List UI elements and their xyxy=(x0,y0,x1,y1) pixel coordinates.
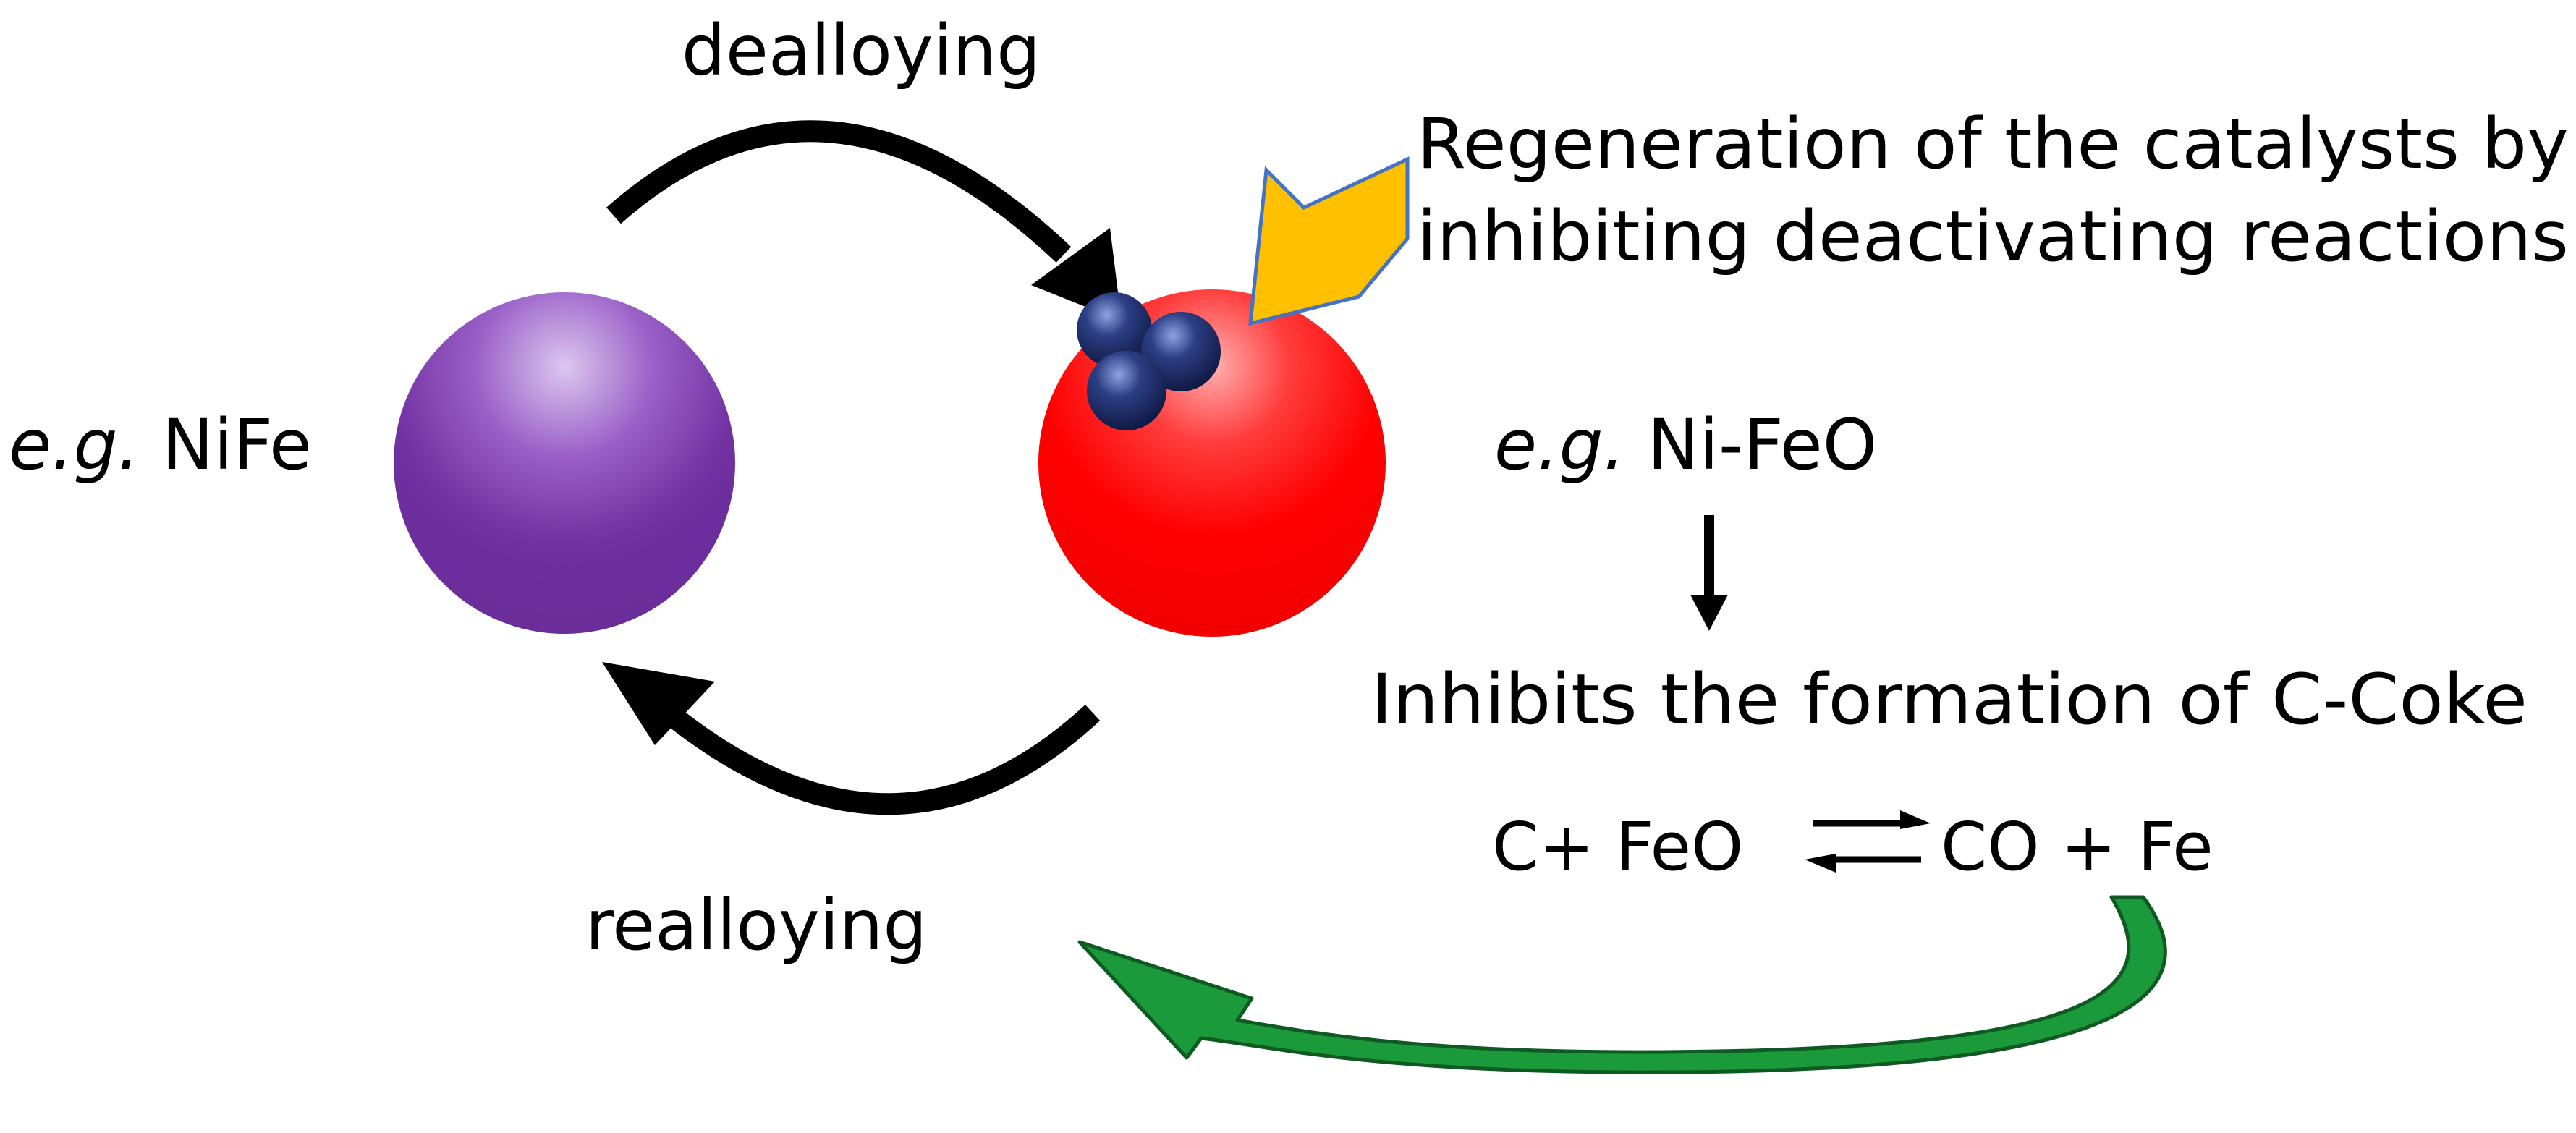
realloying-arrow-head xyxy=(602,662,715,745)
nanoparticle-cluster xyxy=(1077,292,1221,430)
alloy-label-name: NiFe xyxy=(140,404,312,485)
reverse-arrow-head xyxy=(1805,854,1836,873)
regeneration-arrow-shape xyxy=(1248,156,1410,326)
down-arrow-head xyxy=(1690,595,1728,631)
down-arrow xyxy=(1690,515,1728,631)
dealloying-label: dealloying xyxy=(682,10,1041,91)
equation-left: C+ FeO xyxy=(1492,808,1743,886)
return-arrow-shape xyxy=(1077,895,2167,1074)
regeneration-text-line2: inhibiting deactivating reactions xyxy=(1417,196,2569,277)
dealloying-arrow-shaft xyxy=(606,120,1072,263)
alloy-label: e.g. NiFe xyxy=(9,404,312,485)
oxide-label-prefix: e.g. xyxy=(1494,404,1625,485)
alloy-particle xyxy=(394,292,735,634)
realloying-arrow xyxy=(602,662,1101,815)
realloying-arrow-shaft xyxy=(666,704,1101,815)
alloy-label-prefix: e.g. xyxy=(9,404,140,485)
oxide-label: e.g. Ni-FeO xyxy=(1494,404,1877,485)
forward-arrow-head xyxy=(1900,810,1931,829)
nanoparticle xyxy=(1077,292,1152,368)
equation-right: CO + Fe xyxy=(1941,808,2213,886)
inhibits-text: Inhibits the formation of C-Coke xyxy=(1371,659,2528,740)
regeneration-text-line1: Regeneration of the catalysts by xyxy=(1417,103,2569,184)
nanoparticle xyxy=(1087,351,1166,430)
equilibrium-arrows xyxy=(1805,810,1931,873)
oxide-label-name: Ni-FeO xyxy=(1625,404,1877,485)
dealloying-arrow xyxy=(606,120,1122,321)
return-arrow xyxy=(1077,895,2167,1074)
realloying-label: realloying xyxy=(585,885,928,966)
